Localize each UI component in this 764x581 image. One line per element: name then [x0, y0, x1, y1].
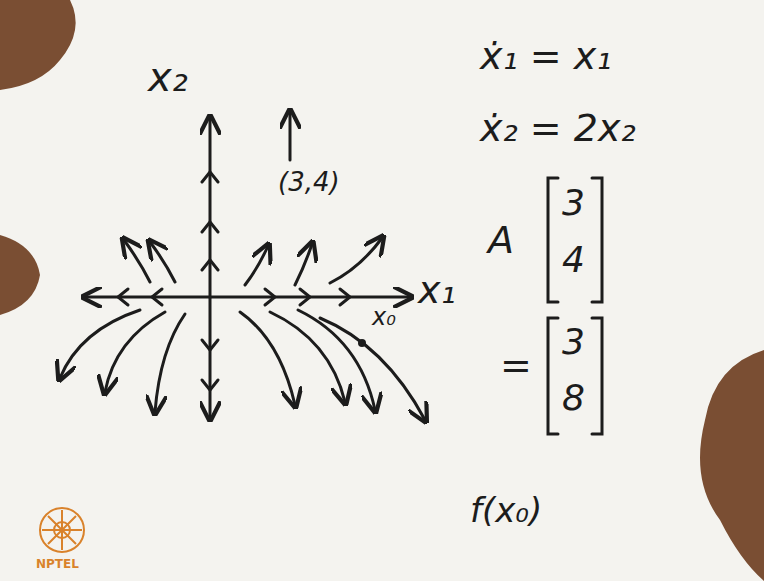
axis-chevron	[202, 172, 218, 270]
x2-axis	[209, 118, 212, 297]
x2-axis	[209, 297, 212, 418]
matrix-entry: 4	[562, 240, 585, 280]
vector-arrow	[289, 112, 292, 160]
flow-arrow	[150, 242, 175, 282]
matrix-name: A	[488, 220, 514, 262]
matrix-entry: 3	[562, 322, 585, 362]
flow-arrow	[330, 238, 382, 283]
point-x0	[358, 339, 366, 347]
logo	[40, 508, 84, 552]
flow-arrow	[240, 312, 295, 405]
axis-chevron	[202, 340, 218, 390]
axis-chevron	[118, 289, 162, 305]
flow-arrow	[105, 312, 165, 392]
hand	[0, 0, 76, 90]
axis-chevron	[265, 289, 350, 305]
axis-label: x₁	[418, 270, 456, 312]
point-label: (3,4)	[278, 168, 340, 197]
flow-arrow	[155, 314, 185, 412]
matrix-entry: 3	[562, 183, 585, 223]
matrix-bracket	[548, 178, 602, 302]
function-label: f(x₀)	[470, 492, 542, 529]
hand	[700, 350, 764, 581]
equals-sign: =	[500, 345, 532, 387]
logo-text: NPTEL	[36, 558, 79, 571]
flow-arrow	[245, 246, 268, 285]
equation: ẋ₂ = 2x₂	[480, 108, 636, 150]
matrix-entry: 8	[562, 378, 585, 418]
flow-arrow	[124, 240, 150, 282]
axis-label: x₂	[148, 55, 188, 99]
point-label: x₀	[372, 304, 396, 330]
flow-arrow	[295, 244, 312, 285]
matrix-bracket	[548, 318, 602, 434]
x1-axis	[85, 296, 210, 299]
hand	[0, 235, 40, 315]
equation: ẋ₁ = x₁	[480, 36, 611, 78]
trajectory	[320, 318, 425, 420]
